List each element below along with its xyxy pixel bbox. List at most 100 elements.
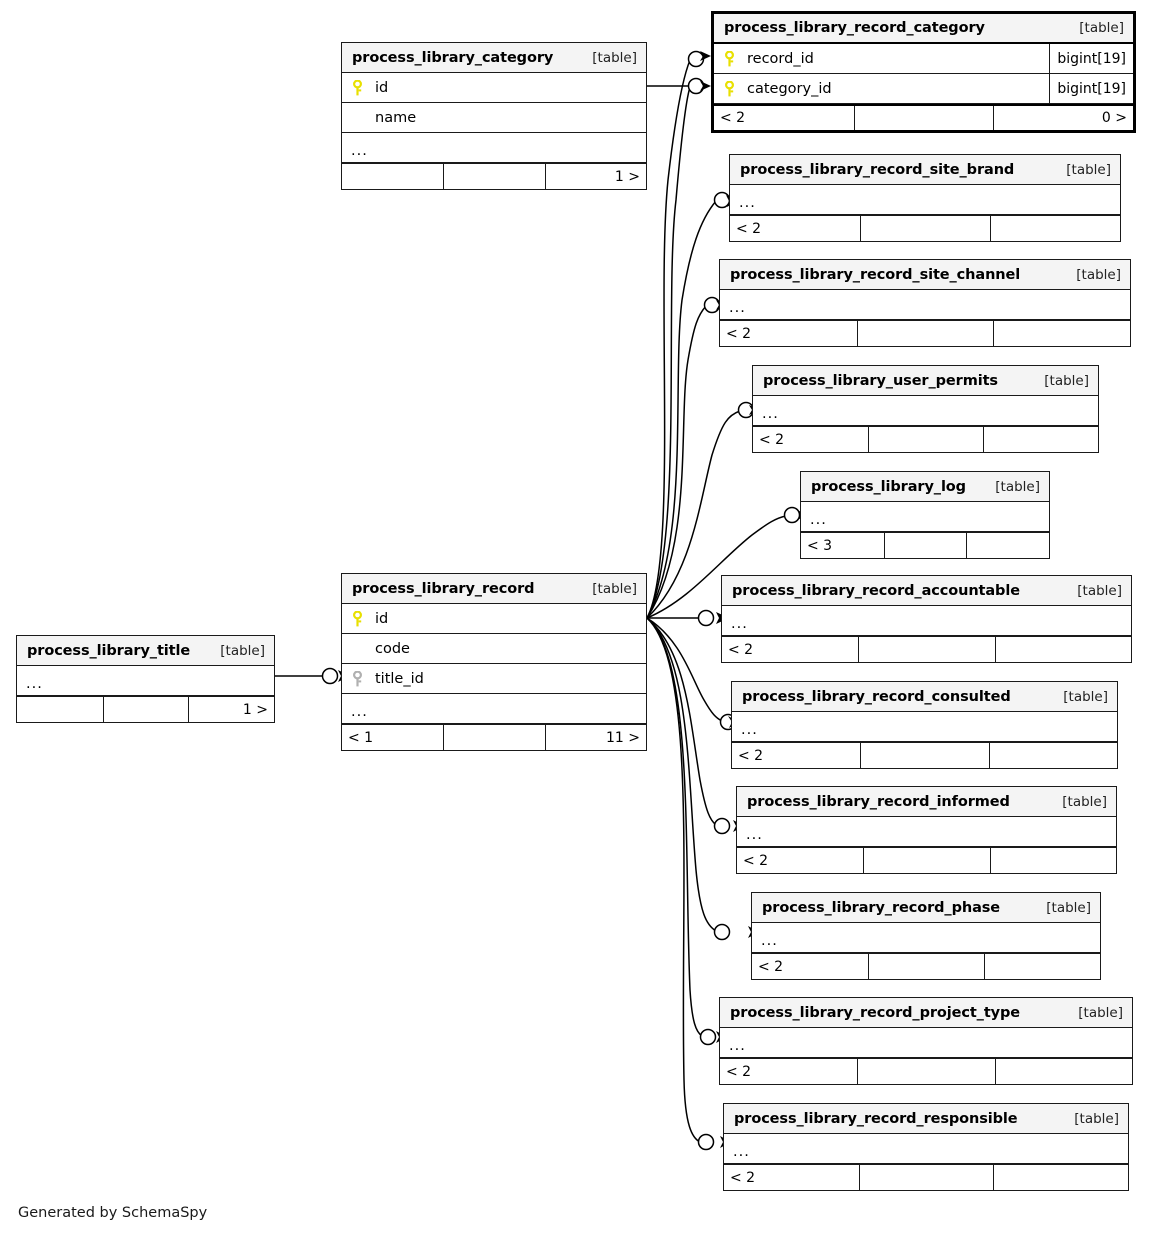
column-main: ... — [732, 719, 1117, 735]
footer-child-count — [983, 427, 1098, 452]
table-more-columns-row[interactable]: ... — [720, 1028, 1132, 1058]
column-type: bigint[19] — [1049, 44, 1133, 73]
edge-record-to-project-type — [646, 617, 703, 1037]
table-process_library_title[interactable]: process_library_title[table]...1 > — [16, 635, 275, 723]
column-main: ... — [722, 613, 1131, 629]
table-process_library_record_category[interactable]: process_library_record_category[table]re… — [711, 11, 1136, 133]
footer-child-count — [990, 216, 1120, 241]
footer-middle — [858, 637, 994, 662]
table-process_library_user_permits[interactable]: process_library_user_permits[table]...< … — [752, 365, 1099, 453]
footer-middle — [868, 954, 984, 979]
table-name: process_library_record_accountable — [732, 582, 1020, 599]
table-name: process_library_log — [811, 478, 966, 495]
table-process_library_record_project_type[interactable]: process_library_record_project_type [tabl… — [719, 997, 1133, 1085]
table-column-row[interactable]: code — [342, 634, 646, 664]
column-main: ... — [753, 403, 1098, 419]
edge-record-to-record-category-category-id — [646, 86, 691, 619]
table-process_library_category[interactable]: process_library_category[table]id name...… — [341, 42, 647, 190]
table-more-columns-row[interactable]: ... — [342, 133, 646, 163]
table-more-columns-row[interactable]: ... — [342, 694, 646, 724]
table-name: process_library_record_informed — [747, 793, 1010, 810]
edge-record-to-record-category-record-id — [646, 59, 691, 619]
table-more-columns-row[interactable]: ... — [752, 923, 1100, 953]
table-more-columns-row[interactable]: ... — [720, 290, 1130, 320]
footer-parent-count — [17, 697, 103, 722]
footer-child-count — [989, 848, 1116, 873]
table-process_library_record_phase[interactable]: process_library_record_phase[table]...< … — [751, 892, 1101, 980]
table-column-row[interactable]: id — [342, 604, 646, 634]
column-name: ... — [739, 194, 756, 208]
table-more-columns-row[interactable]: ... — [730, 185, 1120, 215]
table-column-row[interactable]: name — [342, 103, 646, 133]
table-footer: 1 > — [17, 696, 274, 722]
table-header: process_library_user_permits[table] — [753, 366, 1098, 396]
table-name: process_library_category — [352, 49, 554, 66]
table-more-columns-row[interactable]: ... — [17, 666, 274, 696]
table-header: process_library_record_site_channel[tabl… — [720, 260, 1130, 290]
table-footer: < 2 — [730, 215, 1120, 241]
table-column-row[interactable]: id — [342, 73, 646, 103]
column-name: title_id — [375, 670, 424, 687]
footer-child-count: 11 > — [544, 725, 646, 750]
footer-middle — [860, 743, 988, 768]
column-name: category_id — [747, 80, 832, 97]
column-name: ... — [729, 299, 746, 313]
footer-child-count — [994, 637, 1131, 662]
edge-record-to-informed — [646, 617, 717, 826]
footer-child-count — [988, 743, 1117, 768]
table-more-columns-row[interactable]: ... — [732, 712, 1117, 742]
table-header: process_library_log [table] — [801, 472, 1049, 502]
table-type-tag: [table] — [220, 642, 265, 659]
table-more-columns-row[interactable]: ... — [724, 1134, 1128, 1164]
table-column-row[interactable]: category_id bigint[19] — [714, 74, 1133, 104]
table-header: process_library_category[table] — [342, 43, 646, 73]
table-process_library_record_consulted[interactable]: process_library_record_consulted[table].… — [731, 681, 1118, 769]
table-process_library_record_responsible[interactable]: process_library_record_responsible[table… — [723, 1103, 1129, 1191]
table-type-tag: [table] — [1062, 793, 1107, 810]
table-name: process_library_record_project_type — [730, 1004, 1021, 1021]
table-type-tag: [table] — [1046, 899, 1091, 916]
table-process_library_record_site_brand[interactable]: process_library_record_site_brand[table]… — [729, 154, 1121, 242]
footer-middle — [868, 427, 983, 452]
column-main: category_id — [714, 80, 1049, 97]
column-main: id — [342, 610, 646, 627]
table-type-tag: [table] — [592, 580, 637, 597]
edge-record-to-phase — [646, 617, 717, 932]
column-type: bigint[19] — [1049, 74, 1133, 103]
table-footer: < 1 11 > — [342, 724, 646, 750]
column-name: id — [375, 610, 389, 627]
column-main: ... — [730, 192, 1120, 208]
column-main: ... — [720, 297, 1130, 313]
table-process_library_record_informed[interactable]: process_library_record_informed [table]..… — [736, 786, 1117, 874]
table-header: process_library_record_project_type [tabl… — [720, 998, 1132, 1028]
footer-parent-count: < 2 — [726, 325, 752, 342]
column-main: code — [342, 641, 646, 657]
footer-parent-count: < 1 — [348, 729, 374, 746]
table-name: process_library_record_responsible — [734, 1110, 1018, 1127]
primary-key-icon — [723, 80, 736, 97]
column-main: ... — [724, 1141, 1128, 1157]
column-main: name — [342, 110, 646, 126]
table-type-tag: [table] — [995, 478, 1040, 495]
footer-parent-count: < 2 — [728, 641, 754, 658]
column-main: id — [342, 79, 646, 96]
table-name: process_library_user_permits — [763, 372, 998, 389]
table-process_library_record_site_channel[interactable]: process_library_record_site_channel[tabl… — [719, 259, 1131, 347]
footer-child-count — [966, 533, 1049, 558]
table-more-columns-row[interactable]: ... — [801, 502, 1049, 532]
footer-child-count: 1 > — [188, 697, 274, 722]
table-type-tag: [table] — [1078, 1004, 1123, 1021]
table-more-columns-row[interactable]: ... — [737, 817, 1116, 847]
table-more-columns-row[interactable]: ... — [753, 396, 1098, 426]
column-main: ... — [801, 509, 1049, 525]
table-more-columns-row[interactable]: ... — [722, 606, 1131, 636]
column-name: id — [375, 79, 389, 96]
table-process_library_log[interactable]: process_library_log[table]...< 3 — [800, 471, 1050, 559]
table-footer: < 2 — [737, 847, 1116, 873]
table-process_library_record_accountable[interactable]: process_library_record_accountable[table… — [721, 575, 1132, 663]
table-column-row[interactable]: title_id — [342, 664, 646, 694]
table-header: process_library_record_responsible[table… — [724, 1104, 1128, 1134]
